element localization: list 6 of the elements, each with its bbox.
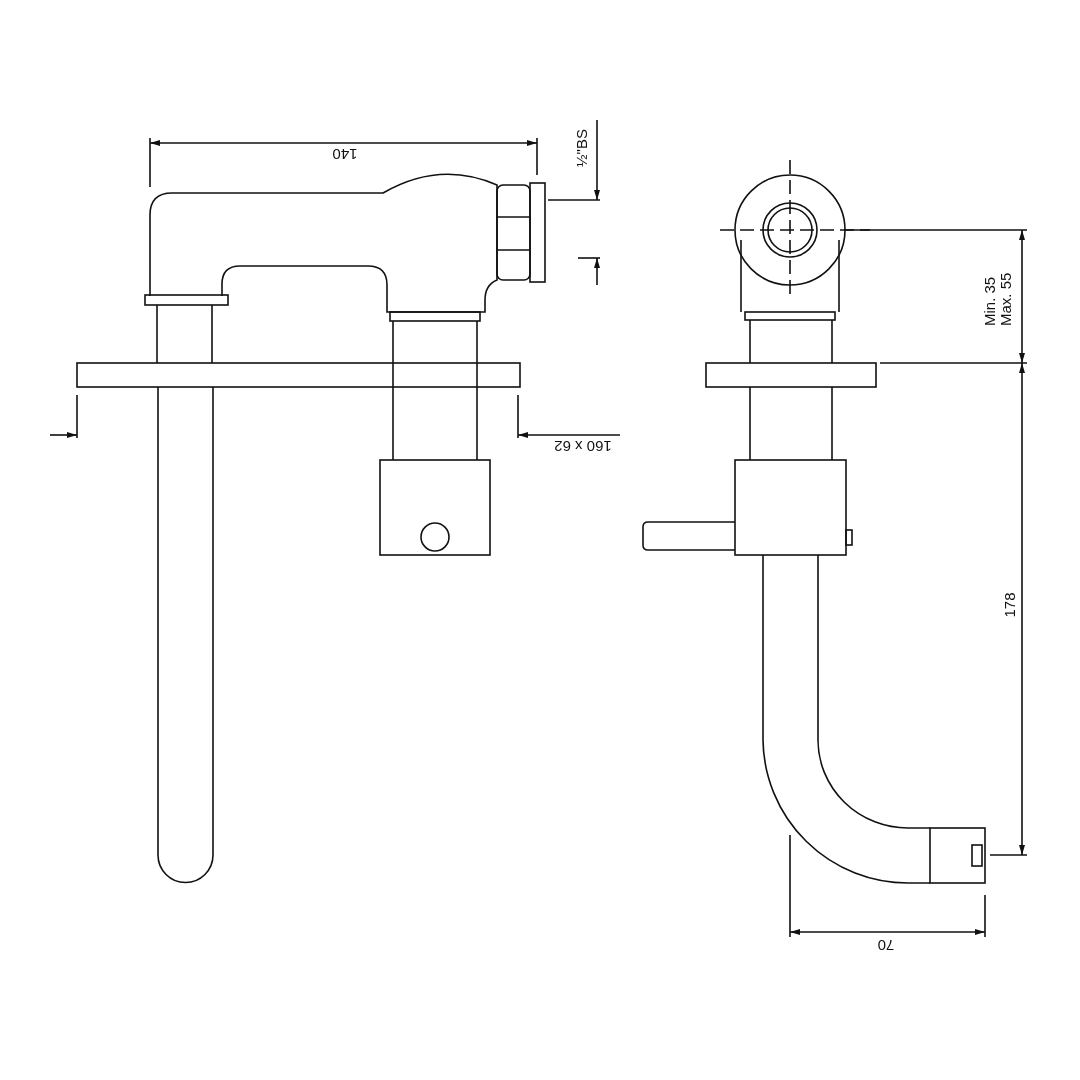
dimension-label: ½"BS (574, 129, 590, 167)
dimension-label: Min. 35 Max. 55 (982, 271, 1014, 326)
dimension-label: 140 (332, 146, 358, 162)
dimension-label: 160 x 62 (554, 438, 612, 454)
dimension-label: 178 (1002, 592, 1018, 618)
dimension-label: 70 (877, 937, 895, 953)
